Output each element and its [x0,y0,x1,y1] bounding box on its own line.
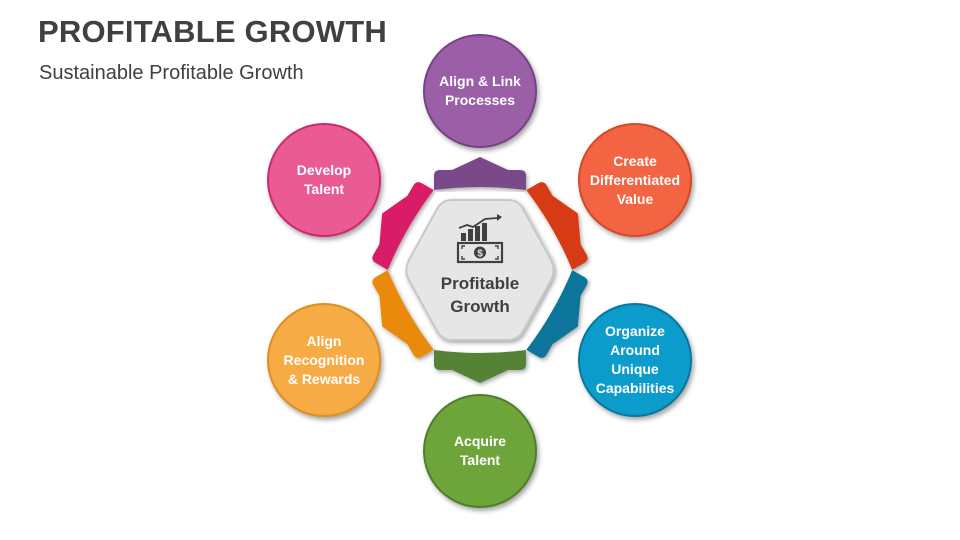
node-organize-around-unique-capabilities: Organize Around Unique Capabilities [578,303,692,417]
center-label: Profitable Growth [440,274,520,316]
node-create-differentiated-value: Create Differentiated Value [578,123,692,237]
node-develop-talent: Develop Talent [267,123,381,237]
node-align-recognition-rewards: Align Recognition & Rewards [267,303,381,417]
node-align-link-processes: Align & Link Processes [423,34,537,148]
money-growth-chart-icon: $ [456,214,504,264]
node-label: Create Differentiated Value [589,152,681,207]
node-label: Align Recognition & Rewards [283,332,365,387]
center-hexagon [405,199,555,341]
page-subtitle: Sustainable Profitable Growth [39,62,304,84]
node-label: Organize Around Unique Capabilities [595,323,675,396]
node-acquire-talent: Acquire Talent [423,394,537,508]
ring-segment-top [434,157,526,190]
node-label: Acquire Talent [453,433,507,468]
ring-segment-top-right [526,182,588,270]
page-title: PROFITABLE GROWTH [38,14,387,49]
node-label: Align & Link Processes [439,73,521,108]
node-label: Develop Talent [296,162,352,197]
ring-segment-bottom-left [372,270,434,358]
ring-segment-bottom [434,350,526,383]
ring-segment-bottom-right [526,270,588,358]
svg-text:$: $ [477,249,483,260]
ring-segment-top-left [372,182,434,270]
